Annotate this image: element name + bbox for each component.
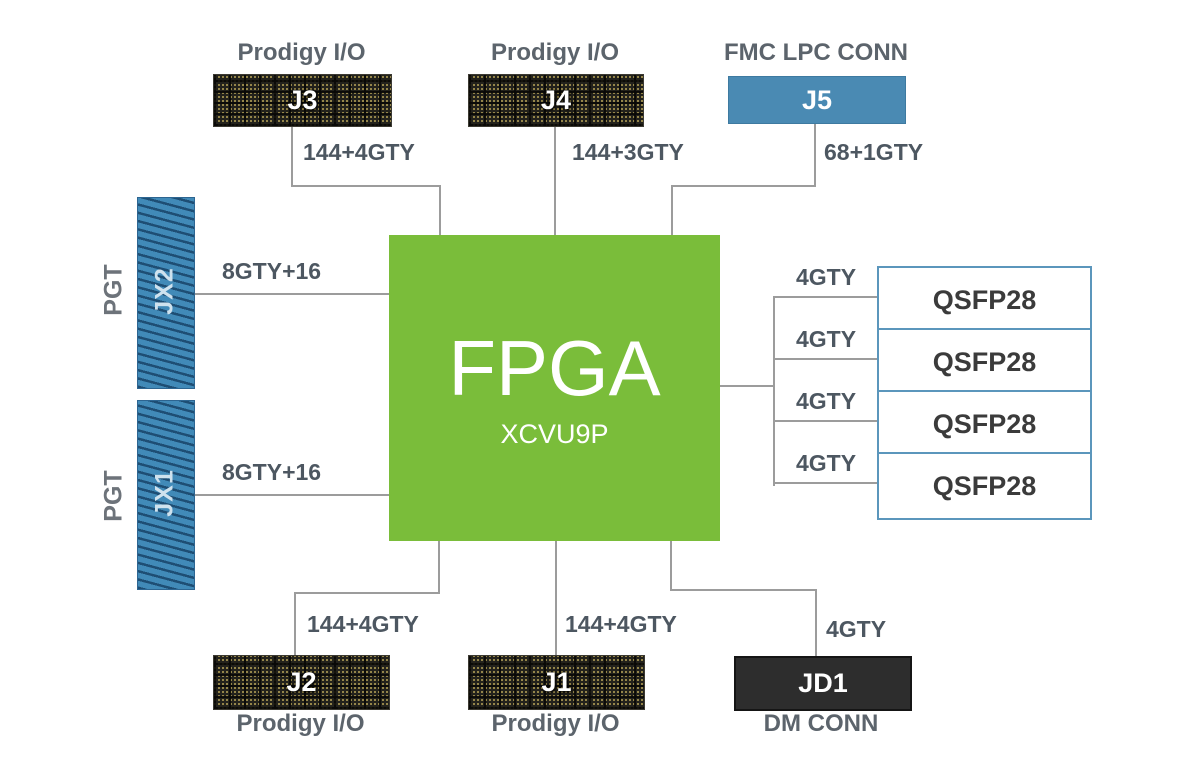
- caption-j5: FMC LPC CONN: [724, 39, 908, 66]
- link-label-jx1: 8GTY+16: [222, 459, 322, 485]
- qsfp28-block-4: QSFP28: [877, 452, 1092, 520]
- caption-jd1: DM CONN: [763, 710, 879, 737]
- connector-jd1-label: JD1: [798, 668, 848, 698]
- fpga-part-number: XCVU9P: [500, 418, 609, 449]
- qsfp28-block-3: QSFP28: [877, 390, 1092, 458]
- fpga-block: FPGA XCVU9P: [389, 235, 720, 541]
- link-label-qsfp-4: 4GTY: [796, 450, 857, 476]
- connector-j4: J4: [468, 74, 644, 127]
- link-label-j1: 144+4GTY: [565, 611, 677, 637]
- line-segment: [555, 541, 557, 656]
- line-segment: [439, 185, 441, 237]
- line-segment: [773, 482, 877, 484]
- line-segment: [720, 385, 775, 387]
- connector-j5-label: J5: [801, 84, 833, 115]
- line-segment: [773, 420, 877, 422]
- line-segment: [670, 541, 672, 591]
- line-segment: [291, 185, 441, 187]
- connector-j3-label: J3: [287, 85, 318, 115]
- line-segment: [814, 122, 816, 187]
- qsfp28-block-2: QSFP28: [877, 328, 1092, 396]
- line-segment: [294, 592, 440, 594]
- caption-j1: Prodigy I/O: [491, 710, 620, 737]
- line-segment: [670, 589, 817, 591]
- connector-j5: J5: [728, 76, 906, 124]
- line-segment: [815, 589, 817, 657]
- line-segment: [291, 126, 293, 186]
- line-segment: [193, 293, 389, 295]
- line-segment: [438, 541, 440, 594]
- connector-j4-label: J4: [540, 85, 572, 115]
- connector-j2: J2: [213, 655, 390, 710]
- link-label-j4: 144+3GTY: [572, 139, 684, 165]
- qsfp28-block-1: QSFP28: [877, 266, 1092, 334]
- link-label-qsfp-2: 4GTY: [796, 326, 857, 352]
- connector-j3: J3: [213, 74, 392, 127]
- link-label-jd1: 4GTY: [826, 616, 887, 642]
- link-label-qsfp-1: 4GTY: [796, 264, 857, 290]
- caption-pgt-jx2: PGT: [99, 264, 128, 316]
- link-label-j2: 144+4GTY: [307, 611, 419, 637]
- connector-jx2: [137, 197, 195, 389]
- caption-j4: Prodigy I/O: [490, 39, 619, 66]
- line-segment: [671, 185, 673, 237]
- caption-pgt-jx1: PGT: [99, 470, 128, 522]
- line-segment: [773, 296, 775, 486]
- qsfp28-label: QSFP28: [932, 408, 1037, 439]
- connector-jx1-label: JX1: [150, 469, 179, 517]
- line-segment: [773, 296, 877, 298]
- connector-j1-label: J1: [541, 667, 572, 697]
- link-label-j3: 144+4GTY: [303, 139, 415, 165]
- line-segment: [671, 185, 816, 187]
- link-label-jx2: 8GTY+16: [222, 258, 322, 284]
- line-segment: [554, 124, 556, 236]
- qsfp28-label: QSFP28: [932, 346, 1037, 377]
- connector-j2-label: J2: [286, 667, 317, 697]
- caption-j2: Prodigy I/O: [236, 710, 365, 737]
- link-label-qsfp-3: 4GTY: [796, 388, 857, 414]
- qsfp28-label: QSFP28: [932, 470, 1037, 501]
- connector-j1: J1: [468, 655, 645, 710]
- connector-jx1: [137, 400, 195, 590]
- qsfp28-label: QSFP28: [932, 284, 1037, 315]
- line-segment: [294, 592, 296, 656]
- caption-j3: Prodigy I/O: [237, 39, 366, 66]
- fpga-title: FPGA: [448, 323, 661, 412]
- line-segment: [193, 494, 389, 496]
- connector-jd1: JD1: [734, 656, 912, 711]
- line-segment: [773, 358, 877, 360]
- connector-jx2-label: JX2: [150, 267, 179, 315]
- link-label-j5: 68+1GTY: [824, 139, 924, 165]
